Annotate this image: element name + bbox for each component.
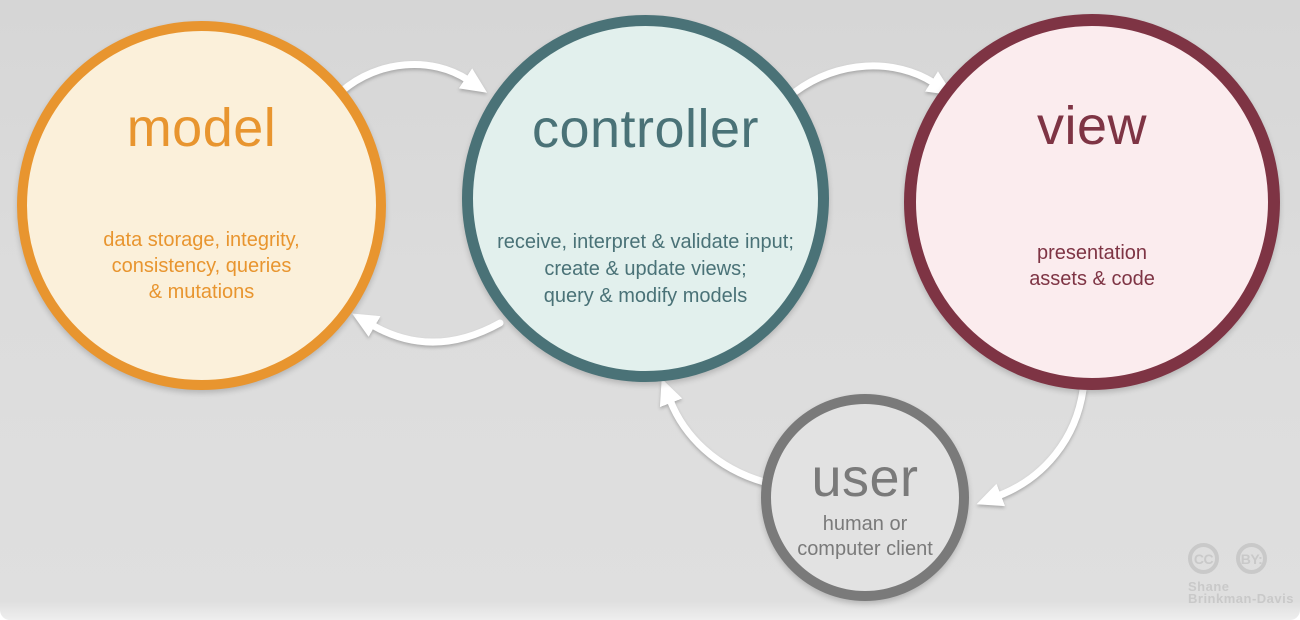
cc-by-icon: BY:	[1236, 543, 1267, 574]
arrow-controller-to-model	[352, 313, 504, 346]
cc-icon: CC	[1188, 543, 1219, 574]
arrow-user-to-controller	[659, 378, 768, 486]
controller-description: receive, interpret & validate input; cre…	[497, 231, 794, 307]
controller-title: controller	[531, 99, 760, 159]
model-node: model data storage, integrity, consisten…	[17, 21, 386, 390]
arrow-view-to-user	[976, 386, 1087, 507]
license-badges: CC BY:	[1188, 543, 1294, 574]
author-name: Shane Brinkman-Davis	[1188, 579, 1294, 606]
view-title: view	[1036, 96, 1148, 156]
user-description: human or computer client	[797, 513, 933, 560]
view-node: view presentation assets & code	[904, 14, 1280, 390]
user-title: user	[811, 448, 919, 508]
user-node: user human or computer client	[761, 394, 969, 601]
model-description: data storage, integrity, consistency, qu…	[103, 229, 300, 303]
controller-node: controller receive, interpret & validate…	[462, 15, 829, 382]
arrow-controller-to-view	[791, 62, 954, 96]
model-title: model	[126, 98, 277, 158]
attribution: CC BY: Shane Brinkman-Davis	[1188, 543, 1294, 605]
arrow-model-to-controller	[338, 61, 488, 95]
view-description: presentation assets & code	[1029, 242, 1155, 290]
